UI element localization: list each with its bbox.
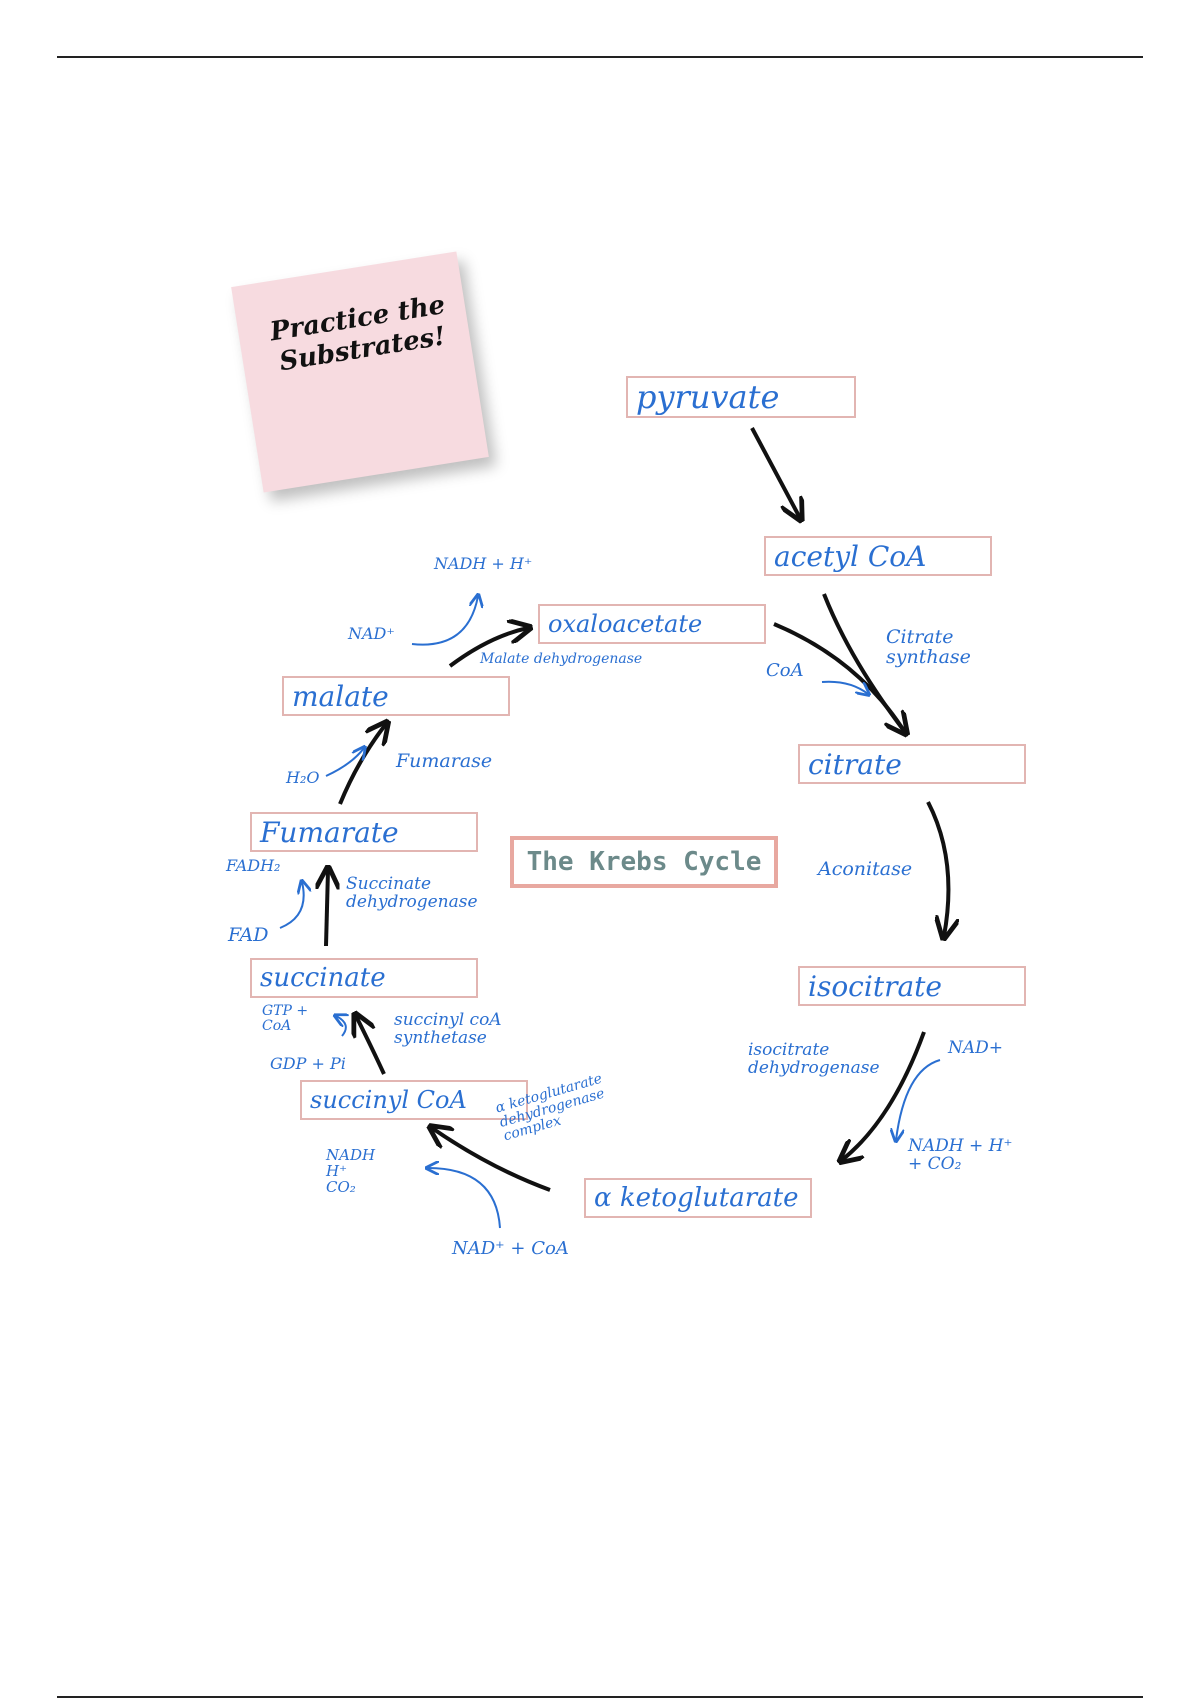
top-rule: [57, 56, 1143, 58]
fadh2-label: FADH₂: [226, 856, 281, 875]
isocitrate-dehydrogenase-label: isocitrate dehydrogenase: [748, 1040, 880, 1078]
arrow-malate-oxaloacetate: [448, 628, 528, 668]
arrow-succinate-fumarate: [326, 870, 328, 947]
diagram-title: The Krebs Cycle: [510, 836, 778, 888]
arrow-pyruvate-acetylcoa: [750, 427, 800, 518]
fumarate-box: Fumarate: [250, 812, 478, 852]
coa-in-label: CoA: [766, 660, 804, 681]
arrow-coa-in: [821, 680, 868, 694]
arrow-fumarate-malate: [338, 724, 386, 805]
succinate-dehydrogenase-label: Succinate dehydrogenase: [346, 874, 478, 912]
arrow-citrate-isocitrate: [926, 801, 948, 936]
nad-left-label: NAD⁺: [348, 624, 395, 643]
pyruvate-box: pyruvate: [626, 376, 856, 418]
malate-box: malate: [282, 676, 510, 716]
aconitase-label: Aconitase: [818, 858, 913, 880]
arrow-nad-nadh-top: [411, 596, 478, 646]
succinyl-coa-box: succinyl CoA: [300, 1080, 528, 1120]
arrow-gtp: [336, 1016, 346, 1037]
isocitrate-box: isocitrate: [798, 966, 1026, 1006]
nadh-h-co2-label: NADH + H⁺ + CO₂: [908, 1136, 1013, 1174]
h2o-label: H₂O: [286, 768, 320, 787]
bottom-rule: [57, 1696, 1143, 1698]
acetyl-coa-box: acetyl CoA: [764, 536, 992, 576]
gtp-coa-label: GTP + CoA: [262, 1003, 309, 1034]
arrow-fad-fadh2: [279, 882, 304, 929]
malate-dehydrogenase-label: Malate dehydrogenase: [480, 651, 643, 667]
nadh-h-co2-left-label: NADH H⁺ CO₂: [326, 1146, 376, 1196]
arrow-isocitrate-akg: [842, 1031, 926, 1160]
nad-right-label: NAD+: [948, 1038, 1004, 1058]
arrow-nad-right: [896, 1059, 941, 1140]
gdp-pi-label: GDP + Pi: [270, 1054, 346, 1073]
succinate-box: succinate: [250, 958, 478, 998]
nad-coa-bottom-label: NAD⁺ + CoA: [452, 1238, 569, 1259]
succinyl-coa-synthetase-label: succinyl coA synthetase: [394, 1010, 502, 1048]
arrow-nad-coa-bottom: [428, 1168, 501, 1229]
fad-label: FAD: [228, 924, 269, 946]
akg-box: α ketoglutarate: [584, 1178, 812, 1218]
arrow-akg-succinylcoa: [432, 1128, 551, 1192]
fumarase-label: Fumarase: [396, 750, 493, 772]
arrow-oxaloacetate-citrate: [773, 622, 908, 736]
citrate-box: citrate: [798, 744, 1026, 784]
arrow-h2o-in: [325, 748, 364, 777]
arrow-succinylcoa-succinate: [356, 1016, 386, 1075]
nadh-h-top-label: NADH + H⁺: [434, 554, 533, 573]
oxaloacetate-box: oxaloacetate: [538, 604, 766, 644]
citrate-synthase-label: Citrate synthase: [886, 626, 971, 668]
